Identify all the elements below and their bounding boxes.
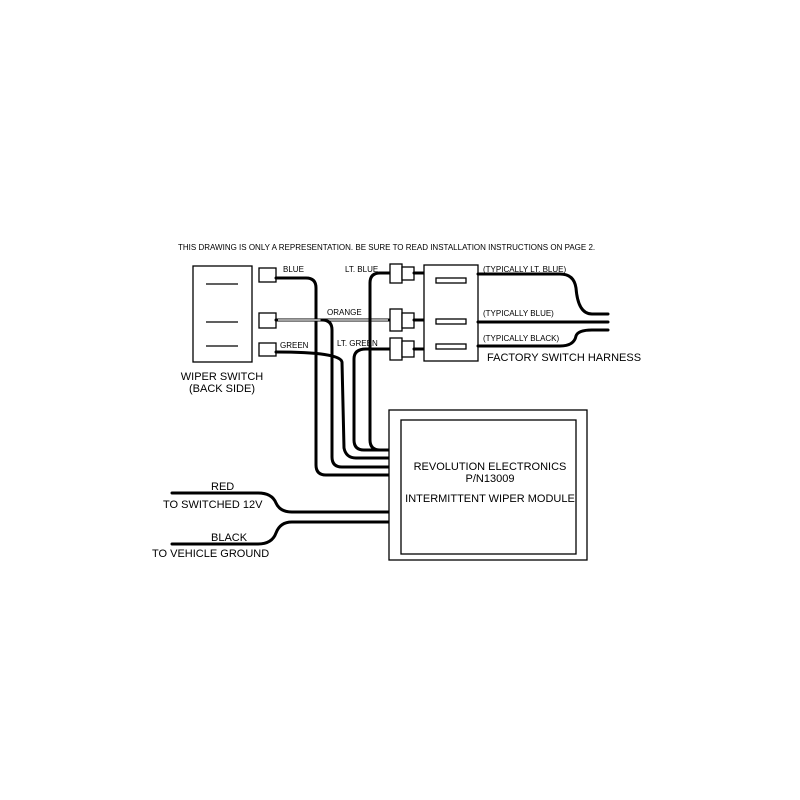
wire-green xyxy=(274,350,392,460)
wiper-switch-sublabel: (BACK SIDE) xyxy=(189,383,255,395)
harness-pin-2-label: (TYPICALLY BLUE) xyxy=(483,309,554,318)
wire-lt-green xyxy=(352,347,392,452)
harness-pin-3-label: (TYPICALLY BLACK) xyxy=(483,334,560,343)
wiper-switch-label: WIPER SWITCH xyxy=(181,371,264,383)
connector-lt-blue xyxy=(389,263,415,284)
label-red: RED xyxy=(211,481,234,493)
wire-lt-blue xyxy=(368,271,392,452)
wire-black xyxy=(170,520,392,546)
factory-switch-harness xyxy=(423,264,479,362)
wiper-terminal-blue xyxy=(258,267,277,283)
label-green: GREEN xyxy=(280,341,309,350)
wiper-module xyxy=(388,409,588,561)
label-blue: BLUE xyxy=(283,265,304,274)
harness-wire-black xyxy=(476,328,610,348)
wiper-terminal-orange xyxy=(258,312,277,329)
connector-lt-green xyxy=(389,337,415,361)
label-orange: ORANGE xyxy=(327,308,362,317)
module-brand: REVOLUTION ELECTRONICS xyxy=(414,461,567,473)
harness-label: FACTORY SWITCH HARNESS xyxy=(487,352,641,364)
label-black: BLACK xyxy=(211,532,248,544)
wire-orange-branch xyxy=(320,318,392,469)
connector-orange xyxy=(389,308,415,332)
harness-wire-lt-blue xyxy=(476,272,610,316)
installation-note: THIS DRAWING IS ONLY A REPRESENTATION. B… xyxy=(178,243,595,252)
label-lt-blue: LT. BLUE xyxy=(345,265,378,274)
wire-red xyxy=(170,491,392,514)
module-part-number: P/N13009 xyxy=(466,473,515,485)
wire-blue xyxy=(274,276,392,477)
label-vehicle-ground: TO VEHICLE GROUND xyxy=(152,548,269,560)
wiper-terminal-green xyxy=(258,342,277,357)
label-switched-12v: TO SWITCHED 12V xyxy=(163,499,263,511)
harness-pin-1-label: (TYPICALLY LT. BLUE) xyxy=(483,265,566,274)
label-lt-green: LT. GREEN xyxy=(337,339,378,348)
module-name: INTERMITTENT WIPER MODULE xyxy=(405,493,575,505)
wiper-switch xyxy=(192,265,253,363)
